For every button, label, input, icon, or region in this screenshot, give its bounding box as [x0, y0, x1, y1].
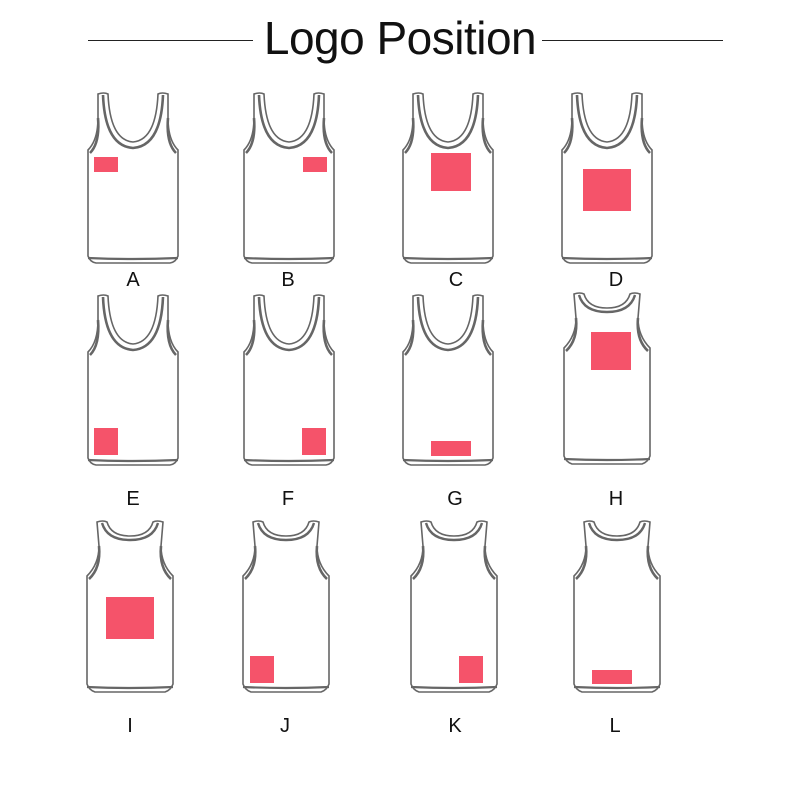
logo-area — [459, 656, 483, 683]
logo-area — [106, 597, 154, 639]
logo-area — [94, 157, 118, 172]
position-label: G — [447, 488, 463, 510]
logo-area — [431, 441, 471, 456]
tank-top-outline-icon — [87, 294, 179, 466]
position-label: F — [281, 488, 295, 510]
position-label: K — [448, 715, 462, 737]
tank-top-outline-icon — [402, 294, 494, 466]
position-label: D — [608, 269, 624, 291]
logo-area — [431, 153, 471, 191]
position-label: E — [126, 488, 140, 510]
position-label: A — [126, 269, 140, 291]
tank-top-outline-icon — [243, 294, 335, 466]
tank-back-h — [558, 290, 654, 472]
position-label: L — [609, 715, 621, 737]
tank-back-outline-icon — [563, 292, 651, 465]
tank-back-outline-icon — [410, 520, 498, 693]
tank-top-f — [240, 290, 336, 472]
position-label: J — [280, 715, 290, 737]
tank-back-k — [405, 518, 501, 700]
title-rule-left — [88, 40, 253, 41]
tank-top-c — [399, 88, 495, 270]
tank-top-g — [399, 290, 495, 472]
tank-back-outline-icon — [573, 520, 661, 693]
position-label: B — [281, 269, 295, 291]
position-label: H — [608, 488, 624, 510]
logo-area — [583, 169, 631, 211]
tank-back-outline-icon — [242, 520, 330, 693]
tank-top-outline-icon — [243, 92, 335, 264]
logo-area — [591, 332, 631, 370]
tank-top-b — [240, 88, 336, 270]
title-rule-right — [542, 40, 723, 41]
tank-top-d — [558, 88, 654, 270]
logo-area — [592, 670, 632, 684]
logo-area — [250, 656, 274, 683]
position-label: C — [448, 269, 464, 291]
tank-top-e — [84, 290, 180, 472]
logo-area — [94, 428, 118, 455]
logo-area — [302, 428, 326, 455]
tank-top-outline-icon — [87, 92, 179, 264]
tank-back-j — [237, 518, 333, 700]
tank-back-i — [81, 518, 177, 700]
tank-back-l — [568, 518, 664, 700]
position-label: I — [127, 715, 133, 737]
tank-top-a — [84, 88, 180, 270]
page-title: Logo Position — [263, 12, 537, 64]
logo-area — [303, 157, 327, 172]
